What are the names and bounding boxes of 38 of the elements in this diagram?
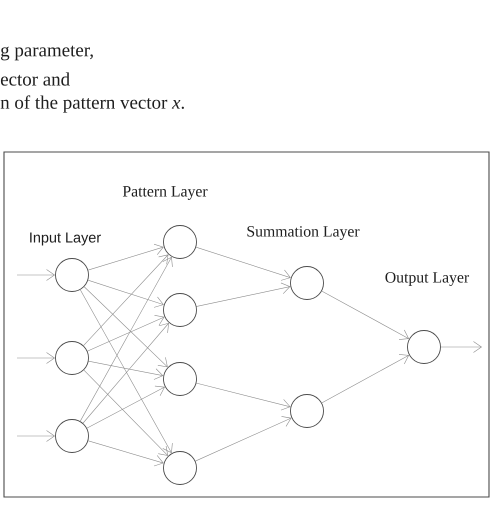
neuron-circle xyxy=(55,419,89,453)
neuron-circle xyxy=(290,266,324,300)
neuron-circle xyxy=(290,394,324,428)
layer-label: Output Layer xyxy=(385,272,470,286)
arrow xyxy=(16,352,56,364)
arrow xyxy=(88,244,164,270)
arrow xyxy=(322,354,410,404)
arrow xyxy=(83,254,168,346)
body-text: n of the pattern vector x. xyxy=(0,95,184,113)
neuron-circle xyxy=(55,341,89,375)
body-text: ector and xyxy=(0,72,70,86)
neuron-circle xyxy=(407,330,441,364)
arrow xyxy=(84,370,168,456)
arrow xyxy=(196,282,290,307)
arrow xyxy=(88,440,164,466)
neuron-circle xyxy=(163,225,197,259)
arrow xyxy=(80,256,173,422)
neuron-circle xyxy=(163,293,197,327)
neuron-circle xyxy=(163,362,197,396)
layer-label: Pattern Layer xyxy=(122,186,208,200)
arrow xyxy=(16,430,56,442)
arrow xyxy=(82,322,169,424)
layer-label: Summation Layer xyxy=(247,226,360,240)
arrow xyxy=(88,360,164,380)
arrow xyxy=(84,286,168,368)
body-text: g parameter, xyxy=(1,46,93,60)
arrow xyxy=(80,289,173,454)
arrow xyxy=(440,341,482,353)
arrow xyxy=(86,386,165,428)
arrow xyxy=(196,382,291,410)
arrow xyxy=(16,269,56,281)
arrow xyxy=(196,246,291,281)
arrow xyxy=(195,416,292,462)
arrow xyxy=(87,315,164,352)
neuron-circle xyxy=(163,451,197,485)
neuron-circle xyxy=(55,258,89,292)
arrow xyxy=(322,290,410,340)
arrow xyxy=(88,280,164,308)
